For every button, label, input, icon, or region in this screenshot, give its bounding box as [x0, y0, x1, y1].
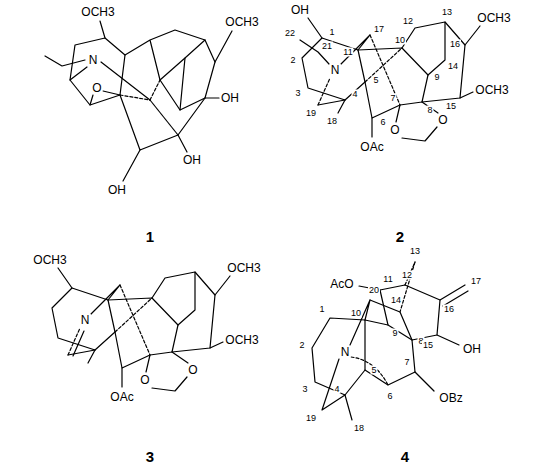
- substituent-label: OCH3: [226, 262, 261, 274]
- locant: 2: [289, 56, 296, 65]
- substituent-label: OCH3: [224, 334, 259, 346]
- atom-label: N: [340, 346, 351, 358]
- substituent-label: OH: [462, 343, 482, 355]
- compound-number: 4: [400, 449, 410, 464]
- locant: 13: [409, 247, 421, 256]
- compound-3-skeleton: [52, 268, 230, 391]
- atom-label: O: [91, 82, 102, 94]
- locant: 4: [333, 385, 340, 394]
- substituent-label: OCH3: [32, 254, 67, 266]
- compound-number: 2: [395, 229, 405, 244]
- atom-label: N: [80, 314, 91, 326]
- locant: 7: [389, 94, 396, 103]
- substituent-label: AcO: [329, 278, 354, 290]
- locant: 14: [447, 62, 459, 71]
- compound-1-skeleton: [45, 21, 232, 181]
- locant: 12: [401, 271, 413, 280]
- locant: 11: [342, 48, 353, 57]
- substituent-label: OH: [107, 184, 127, 196]
- locant: 12: [402, 17, 414, 26]
- locant: 11: [382, 275, 393, 284]
- locant: 6: [386, 392, 393, 401]
- locant: 16: [449, 40, 461, 49]
- compound-number: 1: [145, 229, 155, 244]
- locant: 2: [298, 341, 305, 350]
- substituent-label: OBz: [438, 392, 463, 404]
- locant: 1: [328, 28, 335, 37]
- locant: 3: [301, 385, 308, 394]
- locant: 6: [379, 118, 386, 127]
- compound-4-skeleton: [312, 262, 468, 420]
- locant: 19: [305, 414, 317, 423]
- locant: 3: [294, 89, 301, 98]
- locant: 4: [351, 90, 358, 99]
- substituent-label: OH: [220, 92, 240, 104]
- locant: 15: [422, 341, 434, 350]
- substituent-label: OCH3: [80, 6, 115, 18]
- locant: 14: [390, 296, 402, 305]
- atom-label: O: [437, 114, 448, 126]
- locant: 16: [443, 305, 455, 314]
- substituent-label: OH: [290, 4, 310, 16]
- substituent-label: OCH3: [224, 16, 259, 28]
- locant: 17: [470, 277, 482, 286]
- locant: 8: [426, 106, 433, 115]
- locant: 10: [350, 309, 362, 318]
- locant: 5: [370, 366, 377, 375]
- locant: 22: [284, 29, 296, 38]
- locant: 1: [318, 305, 325, 314]
- locant: 20: [368, 286, 380, 295]
- locant: 18: [326, 117, 338, 126]
- atom-label: O: [187, 364, 198, 376]
- locant: 17: [373, 25, 385, 34]
- locant: 21: [321, 42, 333, 51]
- atom-label: O: [139, 374, 150, 386]
- atom-label: N: [330, 64, 341, 76]
- substituent-label: OAc: [109, 391, 134, 403]
- substituent-label: OCH3: [476, 12, 511, 24]
- locant: 18: [353, 424, 365, 433]
- substituent-label: OCH3: [474, 84, 509, 96]
- atom-label: O: [389, 124, 400, 136]
- substituent-label: OAc: [359, 141, 384, 153]
- locant: 7: [403, 358, 410, 367]
- locant: 5: [372, 76, 379, 85]
- locant: 9: [433, 73, 440, 82]
- compound-number: 3: [145, 449, 155, 464]
- locant: 15: [445, 102, 457, 111]
- locant: 13: [441, 8, 453, 17]
- substituent-label: OH: [182, 154, 202, 166]
- locant: 19: [305, 109, 317, 118]
- atom-label: N: [88, 54, 99, 66]
- locant: 9: [391, 329, 398, 338]
- compound-2-skeleton: [300, 18, 480, 141]
- locant: 10: [394, 36, 406, 45]
